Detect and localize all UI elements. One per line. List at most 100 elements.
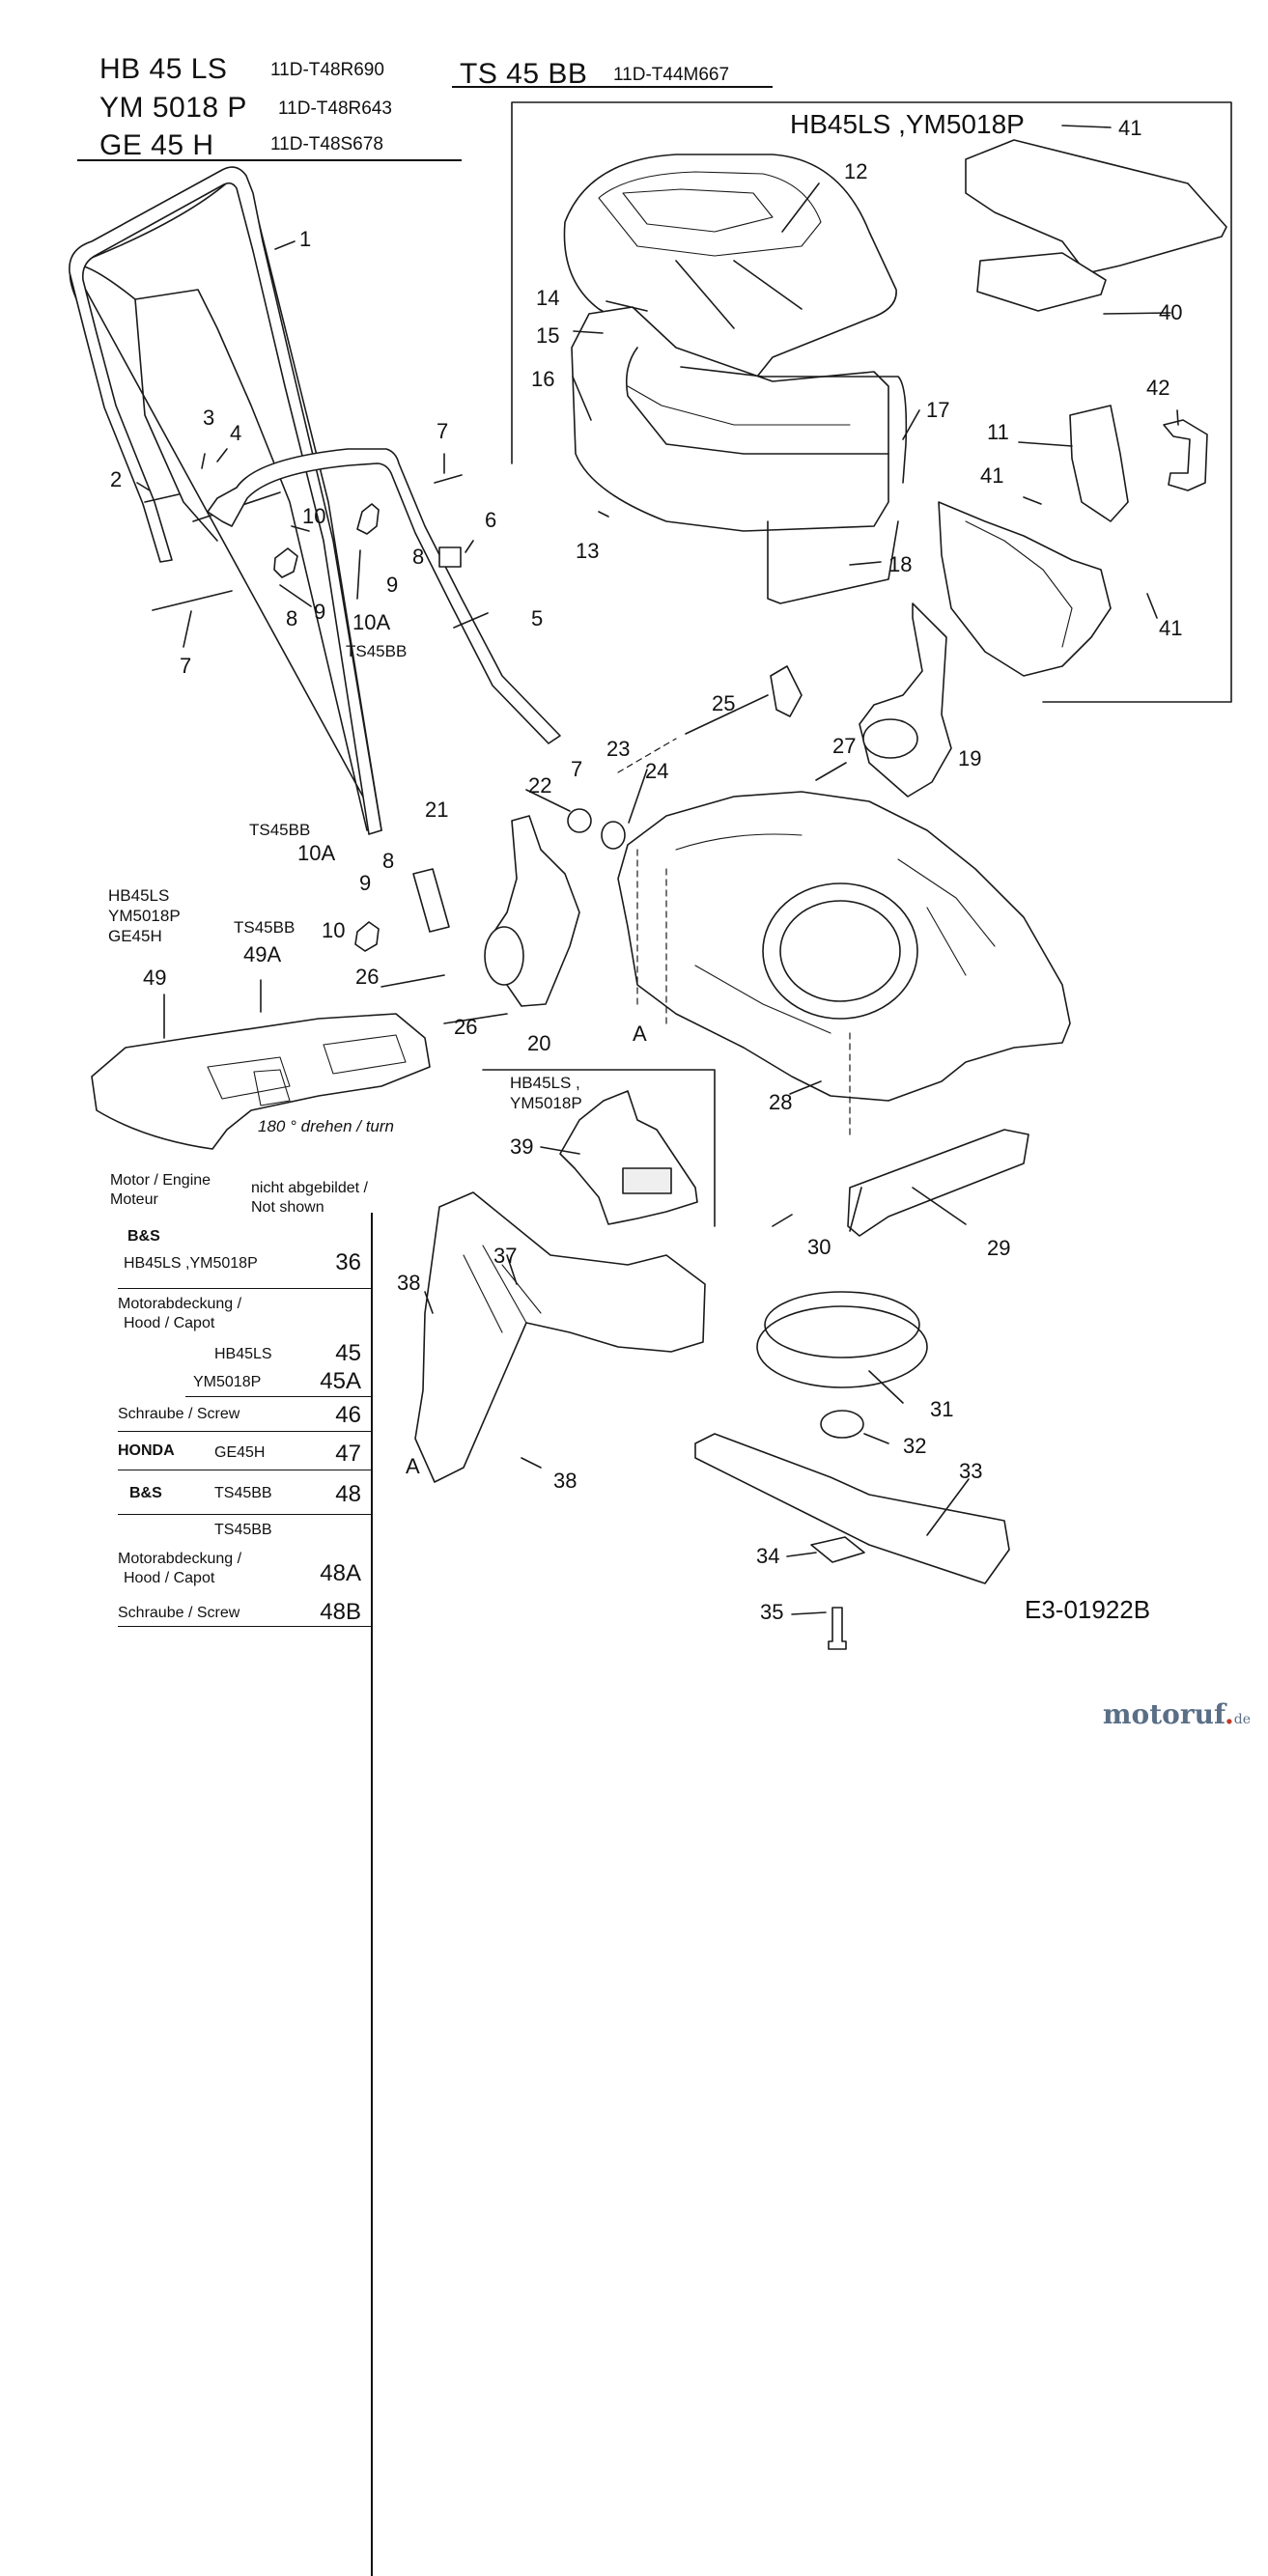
callout-22: 22 (528, 773, 552, 798)
legend-row-48A-a: Motorabdeckung / (118, 1551, 242, 1567)
mulch-plug (938, 501, 1112, 677)
callout-11: 11 (987, 420, 1009, 444)
legend-row-45A-model: YM5018P (193, 1374, 262, 1390)
catch-handle-42 (1163, 419, 1208, 491)
legend-head-right-2: Not shown (251, 1199, 324, 1216)
callout-2: 2 (110, 467, 123, 491)
legend-row-47-a: HONDA (118, 1442, 175, 1459)
legend-row-48B-a: Schraube / Screw (118, 1605, 240, 1621)
callout-1: 1 (299, 227, 312, 251)
catcher-top-41 (965, 139, 1227, 274)
blade-33 (694, 1433, 1010, 1584)
plug-top-11 (1069, 405, 1129, 522)
legend-row-47-model: GE45H (214, 1444, 266, 1461)
knob-10-right (356, 503, 380, 535)
rear-flap-49 (91, 1013, 431, 1150)
callout-33: 33 (959, 1459, 983, 1483)
callout-23: 23 (606, 737, 631, 761)
lower-handle (207, 448, 561, 744)
marker-A-upper: A (633, 1022, 647, 1046)
callout-26-a: 26 (355, 965, 380, 989)
callout-41-a: 41 (1118, 116, 1142, 140)
catcher-wire-frame (625, 347, 908, 604)
callout-29: 29 (987, 1236, 1011, 1260)
legend-row-48A: Motorabdeckung / Hood / Capot 48A (118, 1545, 371, 1593)
header-rule-right (452, 86, 773, 88)
callout-31: 31 (930, 1397, 954, 1421)
callout-9-c: 9 (359, 871, 372, 895)
callout-41-c: 41 (1159, 616, 1183, 640)
legend-row-45-model: HB45LS (214, 1346, 272, 1362)
callout-40: 40 (1159, 300, 1183, 324)
callout-15: 15 (536, 323, 560, 348)
knob-10-left (273, 547, 298, 578)
callout-21: 21 (425, 798, 449, 822)
rear-deflector-37 (414, 1191, 706, 1483)
note-ts45bb-handle: TS45BB (346, 642, 408, 660)
callout-9-a: 9 (386, 573, 399, 597)
callout-7-a: 7 (437, 419, 449, 443)
callout-10-a: 10 (302, 504, 326, 528)
legend-row-45: Motorabdeckung / Hood / Capot HB45LS 45 (118, 1290, 371, 1367)
callout-10-b: 10 (322, 918, 346, 942)
callout-35: 35 (760, 1600, 784, 1624)
callout-16: 16 (531, 367, 555, 391)
model-name-2: YM 5018 P (99, 92, 247, 124)
model-name-4: TS 45 BB (460, 58, 588, 90)
note-deflector-model-1: HB45LS , (510, 1074, 580, 1092)
legend-head-left-1: Motor / Engine (110, 1172, 211, 1189)
legend-header: Motor / Engine Moteur nicht abgebildet /… (104, 1170, 371, 1218)
legend-row-48A-num: 48A (320, 1560, 361, 1586)
legend-row-45-a: Motorabdeckung / (118, 1296, 242, 1312)
legend-row-45A: YM5018P 45A (185, 1368, 371, 1397)
catcher-handle-40 (976, 252, 1107, 312)
note-ts45bb-flap: TS45BB (234, 918, 296, 937)
legend-head-left-2: Moteur (110, 1191, 158, 1208)
note-deflector-model-2: YM5018P (510, 1094, 582, 1112)
legend-row-48A-b: Hood / Capot (124, 1570, 215, 1586)
brand-name: motoruf (1102, 1698, 1225, 1730)
model-name-3: GE 45 H (99, 129, 214, 161)
callout-17: 17 (926, 398, 950, 422)
callout-3: 3 (203, 406, 215, 430)
legend-row-ts45bb-model: TS45BB (214, 1522, 272, 1538)
callout-8-b: 8 (286, 606, 298, 630)
exploded-parts-drawing (69, 101, 1232, 1650)
legend-row-46: Schraube / Screw 46 (118, 1398, 371, 1432)
legend-row-48: B&S TS45BB 48 (118, 1471, 371, 1515)
legend-row-36-num: 36 (335, 1249, 361, 1275)
callout-37: 37 (493, 1244, 518, 1268)
catcher-frame (511, 101, 1232, 703)
legend-row-47: HONDA GE45H 47 (118, 1433, 371, 1470)
callout-20: 20 (527, 1031, 551, 1055)
callout-18: 18 (888, 552, 913, 576)
header-rule-left (77, 159, 462, 161)
callout-8-a: 8 (412, 545, 425, 569)
legend-head-right-1: nicht abgebildet / (251, 1180, 368, 1196)
legend-row-ts45bb: TS45BB (118, 1516, 371, 1543)
note-rotate: 180 ° drehen / turn (258, 1117, 395, 1135)
callout-49A: 49A (243, 942, 282, 966)
catcher-bag (571, 306, 889, 532)
upper-handle-outline (69, 166, 382, 835)
legend-row-45-num: 45 (335, 1340, 361, 1366)
note-models-block-1: HB45LS (108, 886, 170, 905)
callout-5: 5 (531, 606, 544, 630)
note-models-block-2: YM5018P (108, 907, 181, 925)
callout-38-a: 38 (397, 1271, 421, 1295)
motoruf-logo[interactable]: motoruf.de (1102, 1698, 1251, 1730)
callout-13: 13 (576, 539, 600, 563)
cable-clip-21 (412, 868, 450, 933)
callout-27: 27 (832, 734, 857, 758)
legend-row-48-a: B&S (129, 1485, 162, 1501)
legend-row-46-a: Schraube / Screw (118, 1406, 240, 1422)
legend-row-47-num: 47 (335, 1441, 361, 1467)
callout-32: 32 (903, 1434, 927, 1458)
callout-10A-a: 10A (352, 610, 391, 634)
blade-adapter-32 (820, 1410, 864, 1439)
legend-row-46-num: 46 (335, 1402, 361, 1428)
callout-4: 4 (230, 421, 242, 445)
blade-bolt-35 (828, 1607, 847, 1650)
legend-row-36-models: HB45LS ,YM5018P (124, 1255, 258, 1272)
callout-26-b: 26 (454, 1015, 478, 1039)
